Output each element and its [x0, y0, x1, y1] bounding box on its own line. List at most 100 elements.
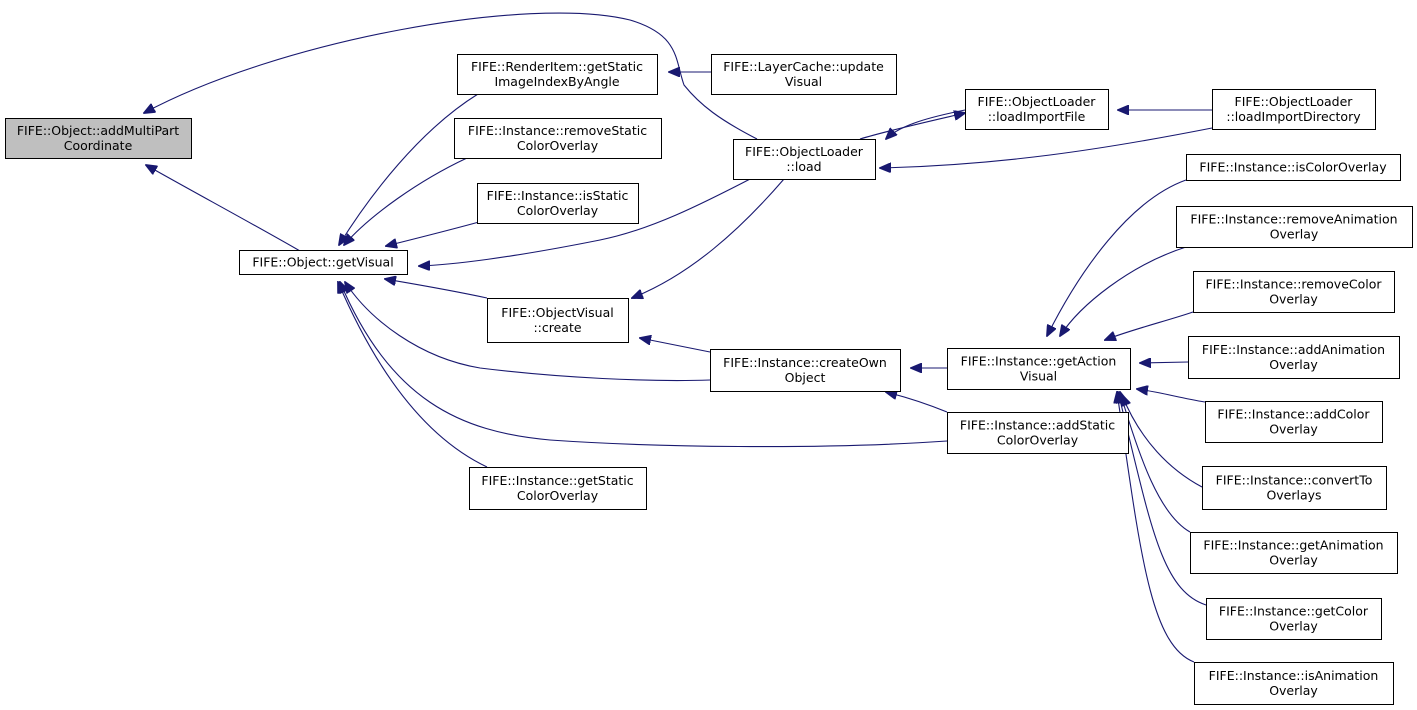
node-box — [947, 412, 1129, 454]
node-label-line: ColorOverlay — [517, 138, 599, 153]
node-loadImportDirectory[interactable]: FIFE::ObjectLoader::loadImportDirectory — [1212, 89, 1376, 130]
node-box — [1202, 466, 1387, 510]
node-label-line: FIFE::Instance::getAnimation — [1203, 538, 1383, 553]
node-box — [1190, 532, 1398, 574]
edges-layer — [144, 12, 1213, 663]
node-getVisual[interactable]: FIFE::Object::getVisual — [239, 250, 408, 275]
node-label-line: FIFE::RenderItem::getStatic — [471, 59, 643, 74]
edge-addStaticColorOverlay-to-getVisual — [340, 282, 948, 448]
node-label-line: ColorOverlay — [997, 433, 1079, 448]
edge-olLoad-to-ovCreate — [632, 178, 785, 298]
node-box — [457, 54, 658, 95]
node-label-line: FIFE::Instance::addColor — [1217, 407, 1370, 422]
node-label-line: FIFE::ObjectLoader — [978, 94, 1097, 109]
node-label-line: FIFE::Instance::getStatic — [481, 473, 633, 488]
node-olLoad[interactable]: FIFE::ObjectLoader::load — [733, 139, 876, 180]
edge-loadImportDirectory-to-olLoad — [880, 127, 1213, 168]
edge-getVisual-to-addMultiPart — [146, 165, 301, 252]
node-label-line: Overlay — [1269, 619, 1318, 634]
node-label-line: ::create — [533, 320, 581, 335]
node-box — [1188, 336, 1400, 379]
edge-getStaticImageIndexByAngle-to-getVisual — [339, 93, 479, 245]
node-box — [239, 250, 408, 275]
node-label-line: Object — [785, 370, 826, 385]
node-getStaticImageIndexByAngle[interactable]: FIFE::RenderItem::getStaticImageIndexByA… — [457, 54, 658, 95]
node-box — [454, 118, 662, 159]
node-label-line: ::loadImportDirectory — [1226, 109, 1361, 124]
edge-addStaticColorOverlay-to-createOwnObject — [886, 392, 948, 413]
node-label-line: FIFE::Instance::removeStatic — [468, 123, 647, 138]
node-label-line: FIFE::Instance::convertTo — [1216, 473, 1373, 488]
node-label-line: Overlay — [1270, 227, 1319, 242]
node-label-line: FIFE::Instance::getAction — [961, 354, 1117, 369]
edge-loadImportFile-to-olLoad — [886, 109, 966, 139]
node-box — [711, 54, 897, 95]
edge-removeAnimationOverlay-to-getActionVisual — [1060, 246, 1187, 336]
node-label-line: FIFE::Instance::addStatic — [960, 418, 1115, 433]
node-box — [710, 349, 901, 392]
node-label-line: Overlay — [1269, 683, 1318, 698]
edge-getStaticColorOverlay-to-getVisual — [338, 282, 488, 468]
node-label-line: FIFE::Instance::addAnimation — [1202, 342, 1385, 357]
node-ovCreate[interactable]: FIFE::ObjectVisual::create — [487, 298, 629, 343]
node-label-line: FIFE::Object::getVisual — [252, 255, 393, 270]
edge-olLoad-to-getVisual — [419, 176, 755, 266]
node-box — [1206, 598, 1382, 640]
node-box — [1193, 271, 1395, 313]
node-label-line: FIFE::Instance::getColor — [1219, 604, 1369, 619]
node-box — [487, 298, 629, 343]
nodes-layer: FIFE::Object::addMultiPartCoordinateFIFE… — [5, 54, 1413, 705]
node-box — [469, 467, 647, 510]
node-box — [477, 183, 639, 224]
node-label-line: FIFE::Instance::removeAnimation — [1190, 212, 1397, 227]
node-box — [1205, 401, 1383, 443]
node-label-line: ColorOverlay — [517, 488, 599, 503]
edge-ovCreate-to-getVisual — [385, 279, 488, 299]
edge-olLoad-to-addMultiPart — [144, 12, 758, 140]
node-box — [965, 89, 1109, 130]
node-label-line: FIFE::LayerCache::update — [723, 59, 884, 74]
node-box — [1176, 206, 1413, 248]
node-isColorOverlay[interactable]: FIFE::Instance::isColorOverlay — [1186, 154, 1401, 181]
edge-removeStaticColorOverlay-to-getVisual — [344, 157, 468, 245]
node-box — [1194, 662, 1394, 705]
node-label-line: FIFE::Object::addMultiPart — [17, 123, 179, 138]
node-box — [733, 139, 876, 180]
edge-convertToOverlays-to-getActionVisual — [1122, 395, 1203, 488]
node-label-line: Overlay — [1269, 292, 1318, 307]
node-label-line: FIFE::Instance::isStatic — [487, 188, 629, 203]
node-label-line: ::load — [786, 159, 821, 174]
node-box — [1212, 89, 1376, 130]
node-loadImportFile[interactable]: FIFE::ObjectLoader::loadImportFile — [965, 89, 1109, 130]
node-label-line: Overlay — [1269, 553, 1318, 568]
node-label-line: FIFE::Instance::removeColor — [1205, 277, 1382, 292]
edge-getColorOverlay-to-getActionVisual — [1118, 392, 1207, 606]
node-label-line: Overlays — [1266, 488, 1321, 503]
node-label-line: Coordinate — [64, 138, 133, 153]
node-label-line: ColorOverlay — [517, 203, 599, 218]
node-box — [947, 348, 1131, 390]
node-label-line: FIFE::Instance::createOwn — [723, 355, 887, 370]
node-label-line: FIFE::ObjectLoader — [1235, 94, 1354, 109]
edge-isStaticColorOverlay-to-getVisual — [386, 221, 480, 246]
node-box — [1186, 154, 1401, 181]
node-label-line: Visual — [1020, 369, 1057, 384]
edge-addAnimationOverlay-to-getActionVisual — [1140, 362, 1189, 363]
